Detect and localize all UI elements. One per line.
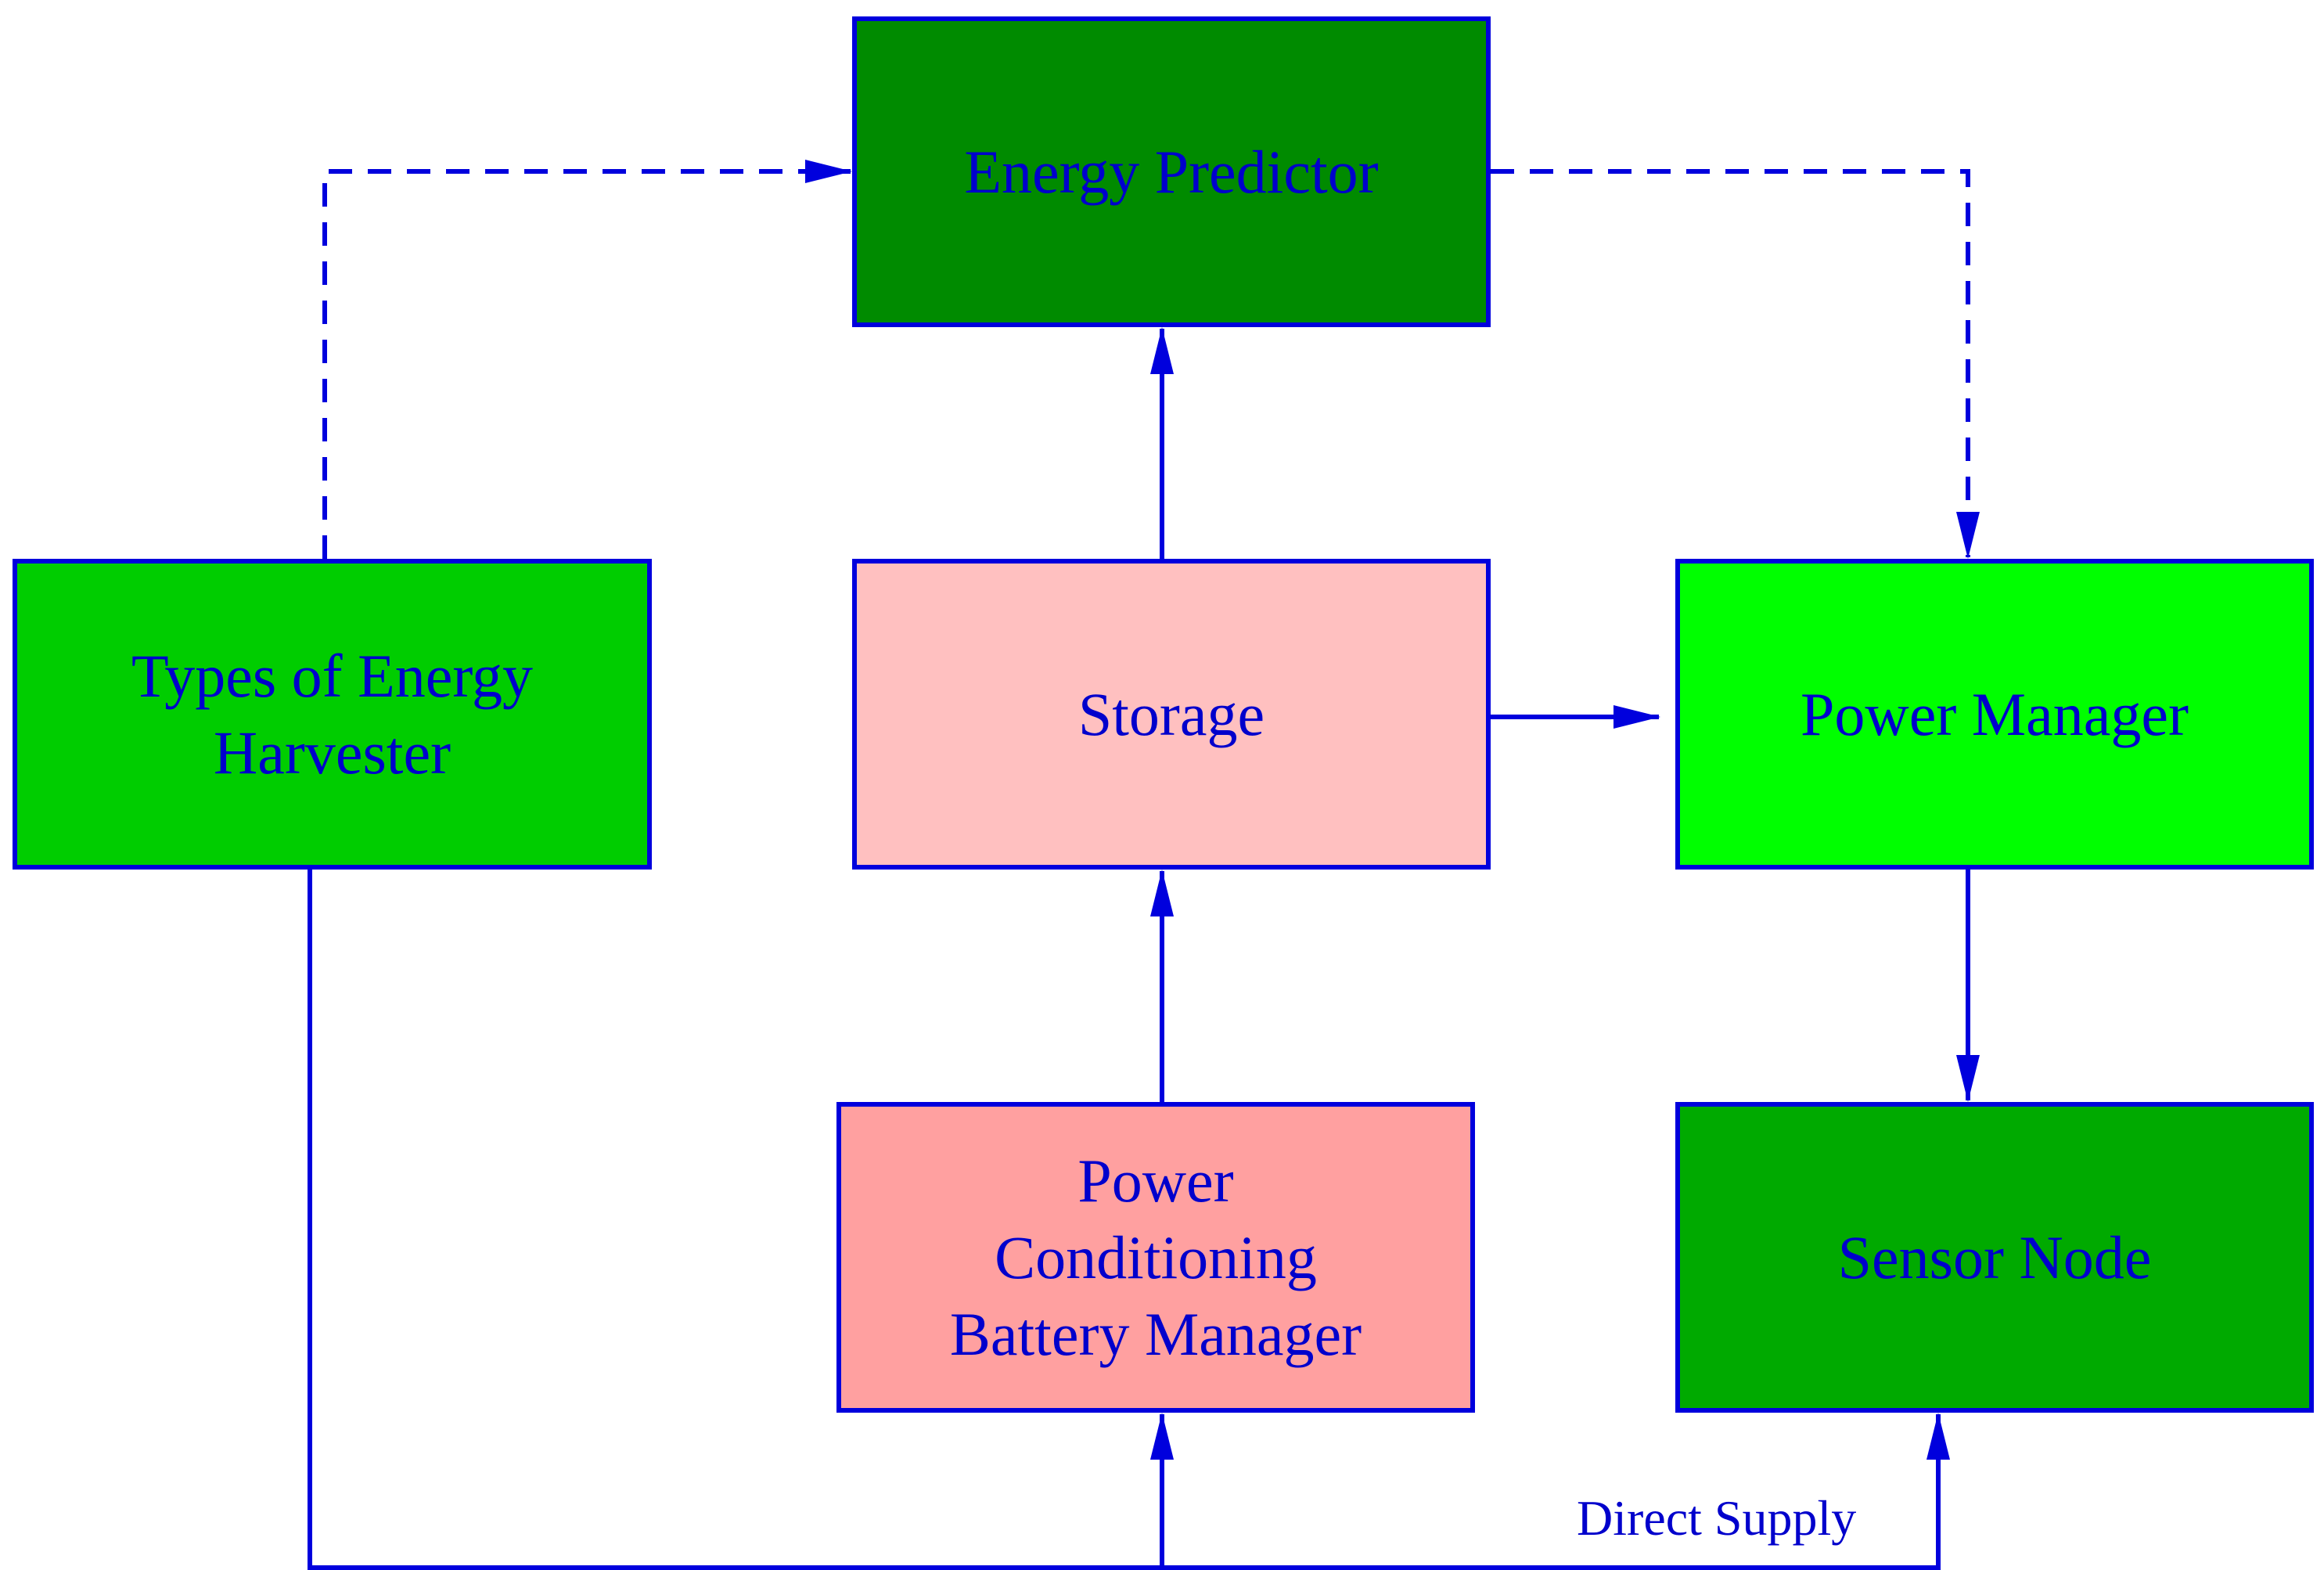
energy-harvester-label: Types of Energy Harvester <box>131 641 533 787</box>
edge-predictor-to-powermanager <box>1491 169 1980 559</box>
sensor-node-label: Sensor Node <box>1837 1223 2152 1291</box>
power-conditioning-box: Power Conditioning Battery Manager <box>836 1102 1475 1413</box>
edge-harvester-bus <box>308 870 1938 1570</box>
energy-predictor-label: Energy Predictor <box>964 137 1379 206</box>
energy-harvester-box: Types of Energy Harvester <box>13 559 652 870</box>
storage-box: Storage <box>852 559 1491 870</box>
energy-predictor-box: Energy Predictor <box>852 16 1491 327</box>
edge-harvester-to-predictor <box>322 160 852 559</box>
power-conditioning-label: Power Conditioning Battery Manager <box>949 1146 1362 1368</box>
power-manager-label: Power Manager <box>1801 679 2189 748</box>
storage-label: Storage <box>1077 679 1265 748</box>
power-manager-box: Power Manager <box>1675 559 2314 870</box>
sensor-node-box: Sensor Node <box>1675 1102 2314 1413</box>
direct-supply-label: Direct Supply <box>1577 1490 1857 1546</box>
